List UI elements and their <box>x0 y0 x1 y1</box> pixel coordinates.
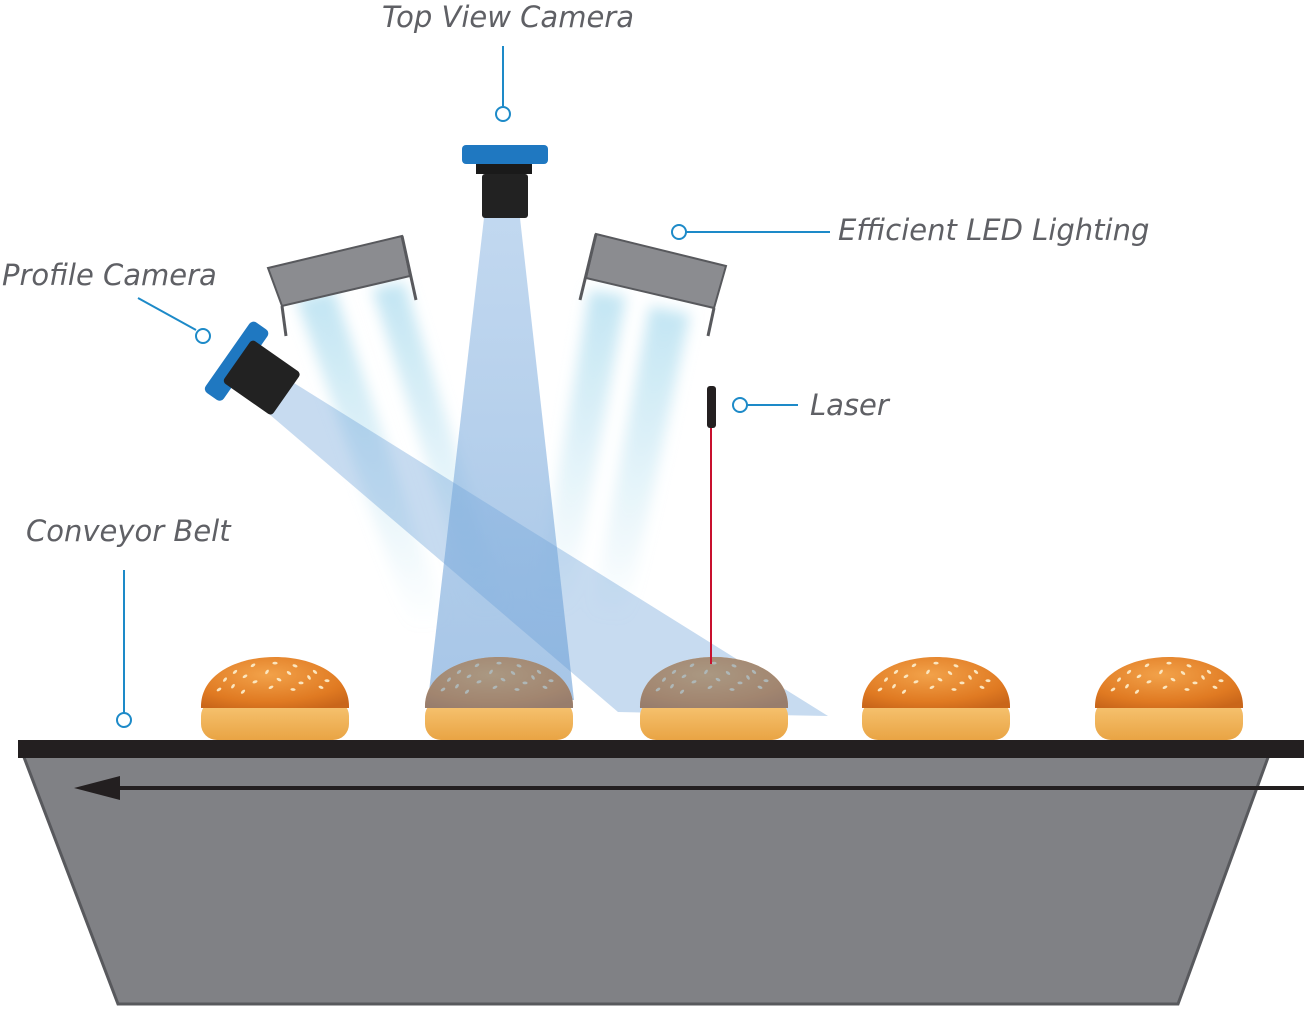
led-glow-right <box>536 290 690 620</box>
label-profile-camera: Profile Camera <box>2 258 217 292</box>
callout-top-view-camera <box>495 46 511 122</box>
bun <box>861 657 1011 740</box>
led-panel-left <box>266 234 418 337</box>
laser-device <box>707 386 716 664</box>
top-view-camera <box>462 145 548 218</box>
callout-conveyor-belt <box>116 570 132 728</box>
conveyor-belt <box>18 740 1304 758</box>
label-conveyor-belt: Conveyor Belt <box>26 514 231 548</box>
direction-arrow <box>74 776 1304 800</box>
profile-camera <box>204 321 300 415</box>
label-laser: Laser <box>810 388 889 422</box>
bun <box>1094 657 1244 740</box>
bun <box>424 657 574 740</box>
top-camera-beam <box>428 218 574 700</box>
led-panel-right <box>578 232 728 337</box>
callout-led-lighting <box>671 224 830 240</box>
bun <box>200 657 350 740</box>
label-efficient-led-lighting: Efficient LED Lighting <box>838 213 1150 247</box>
callout-laser <box>732 397 798 413</box>
bun <box>639 657 789 740</box>
label-top-view-camera: Top View Camera <box>382 0 634 34</box>
buns <box>200 657 1244 740</box>
callout-profile-camera <box>137 297 211 344</box>
